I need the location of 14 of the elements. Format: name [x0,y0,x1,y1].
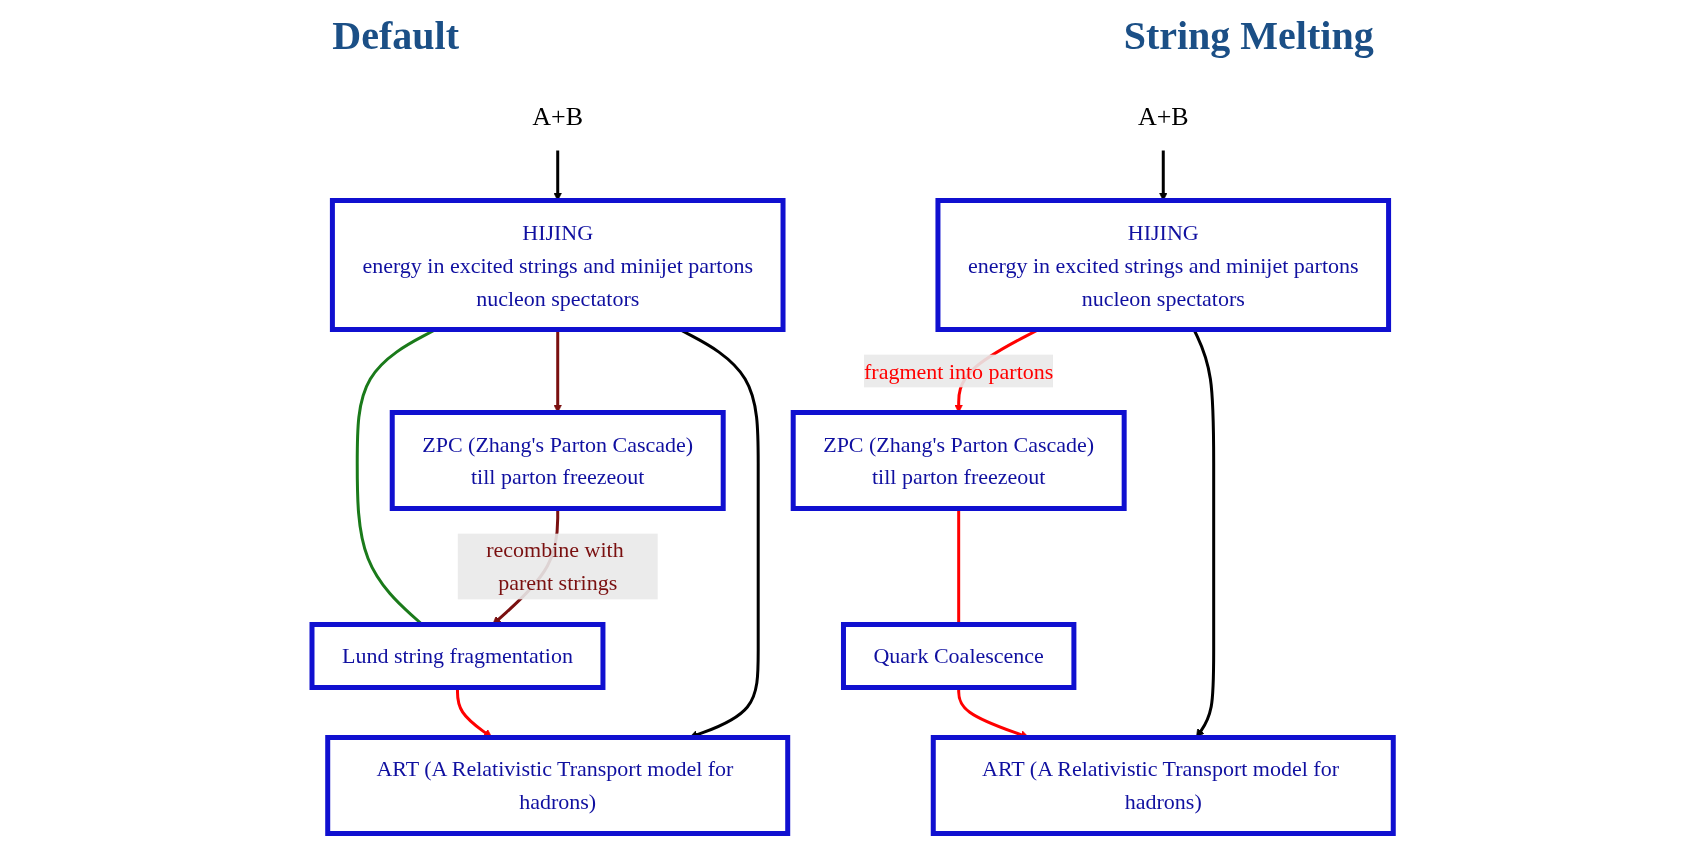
node-box: ZPC (Zhang's Parton Cascade) till parton freezeout [791,410,1128,511]
node-box: ART (A Relativistic Transport model for hadrons) [931,735,1397,836]
node-text: A+B [532,101,584,131]
node-box: Quark Coalescence [841,622,1077,690]
column-heading: String Melting [1123,11,1374,59]
edge-label: fragment into partons [864,358,1054,384]
node-box: HIJING energy in excited strings and minijet partons nucleon spectators [935,198,1392,332]
node-box: ZPC (Zhang's Parton Cascade) till parton freezeout [390,410,727,511]
node-box: HIJING energy in excited strings and minijet partons nucleon spectators [330,198,786,332]
node-box: Lund string fragmentation [309,622,606,690]
node-text: A+B [1138,101,1190,131]
edge-label: recombine with parent strings [486,537,625,596]
node-box: ART (A Relativistic Transport model for hadrons) [325,735,791,836]
column-heading: Default [332,11,459,59]
